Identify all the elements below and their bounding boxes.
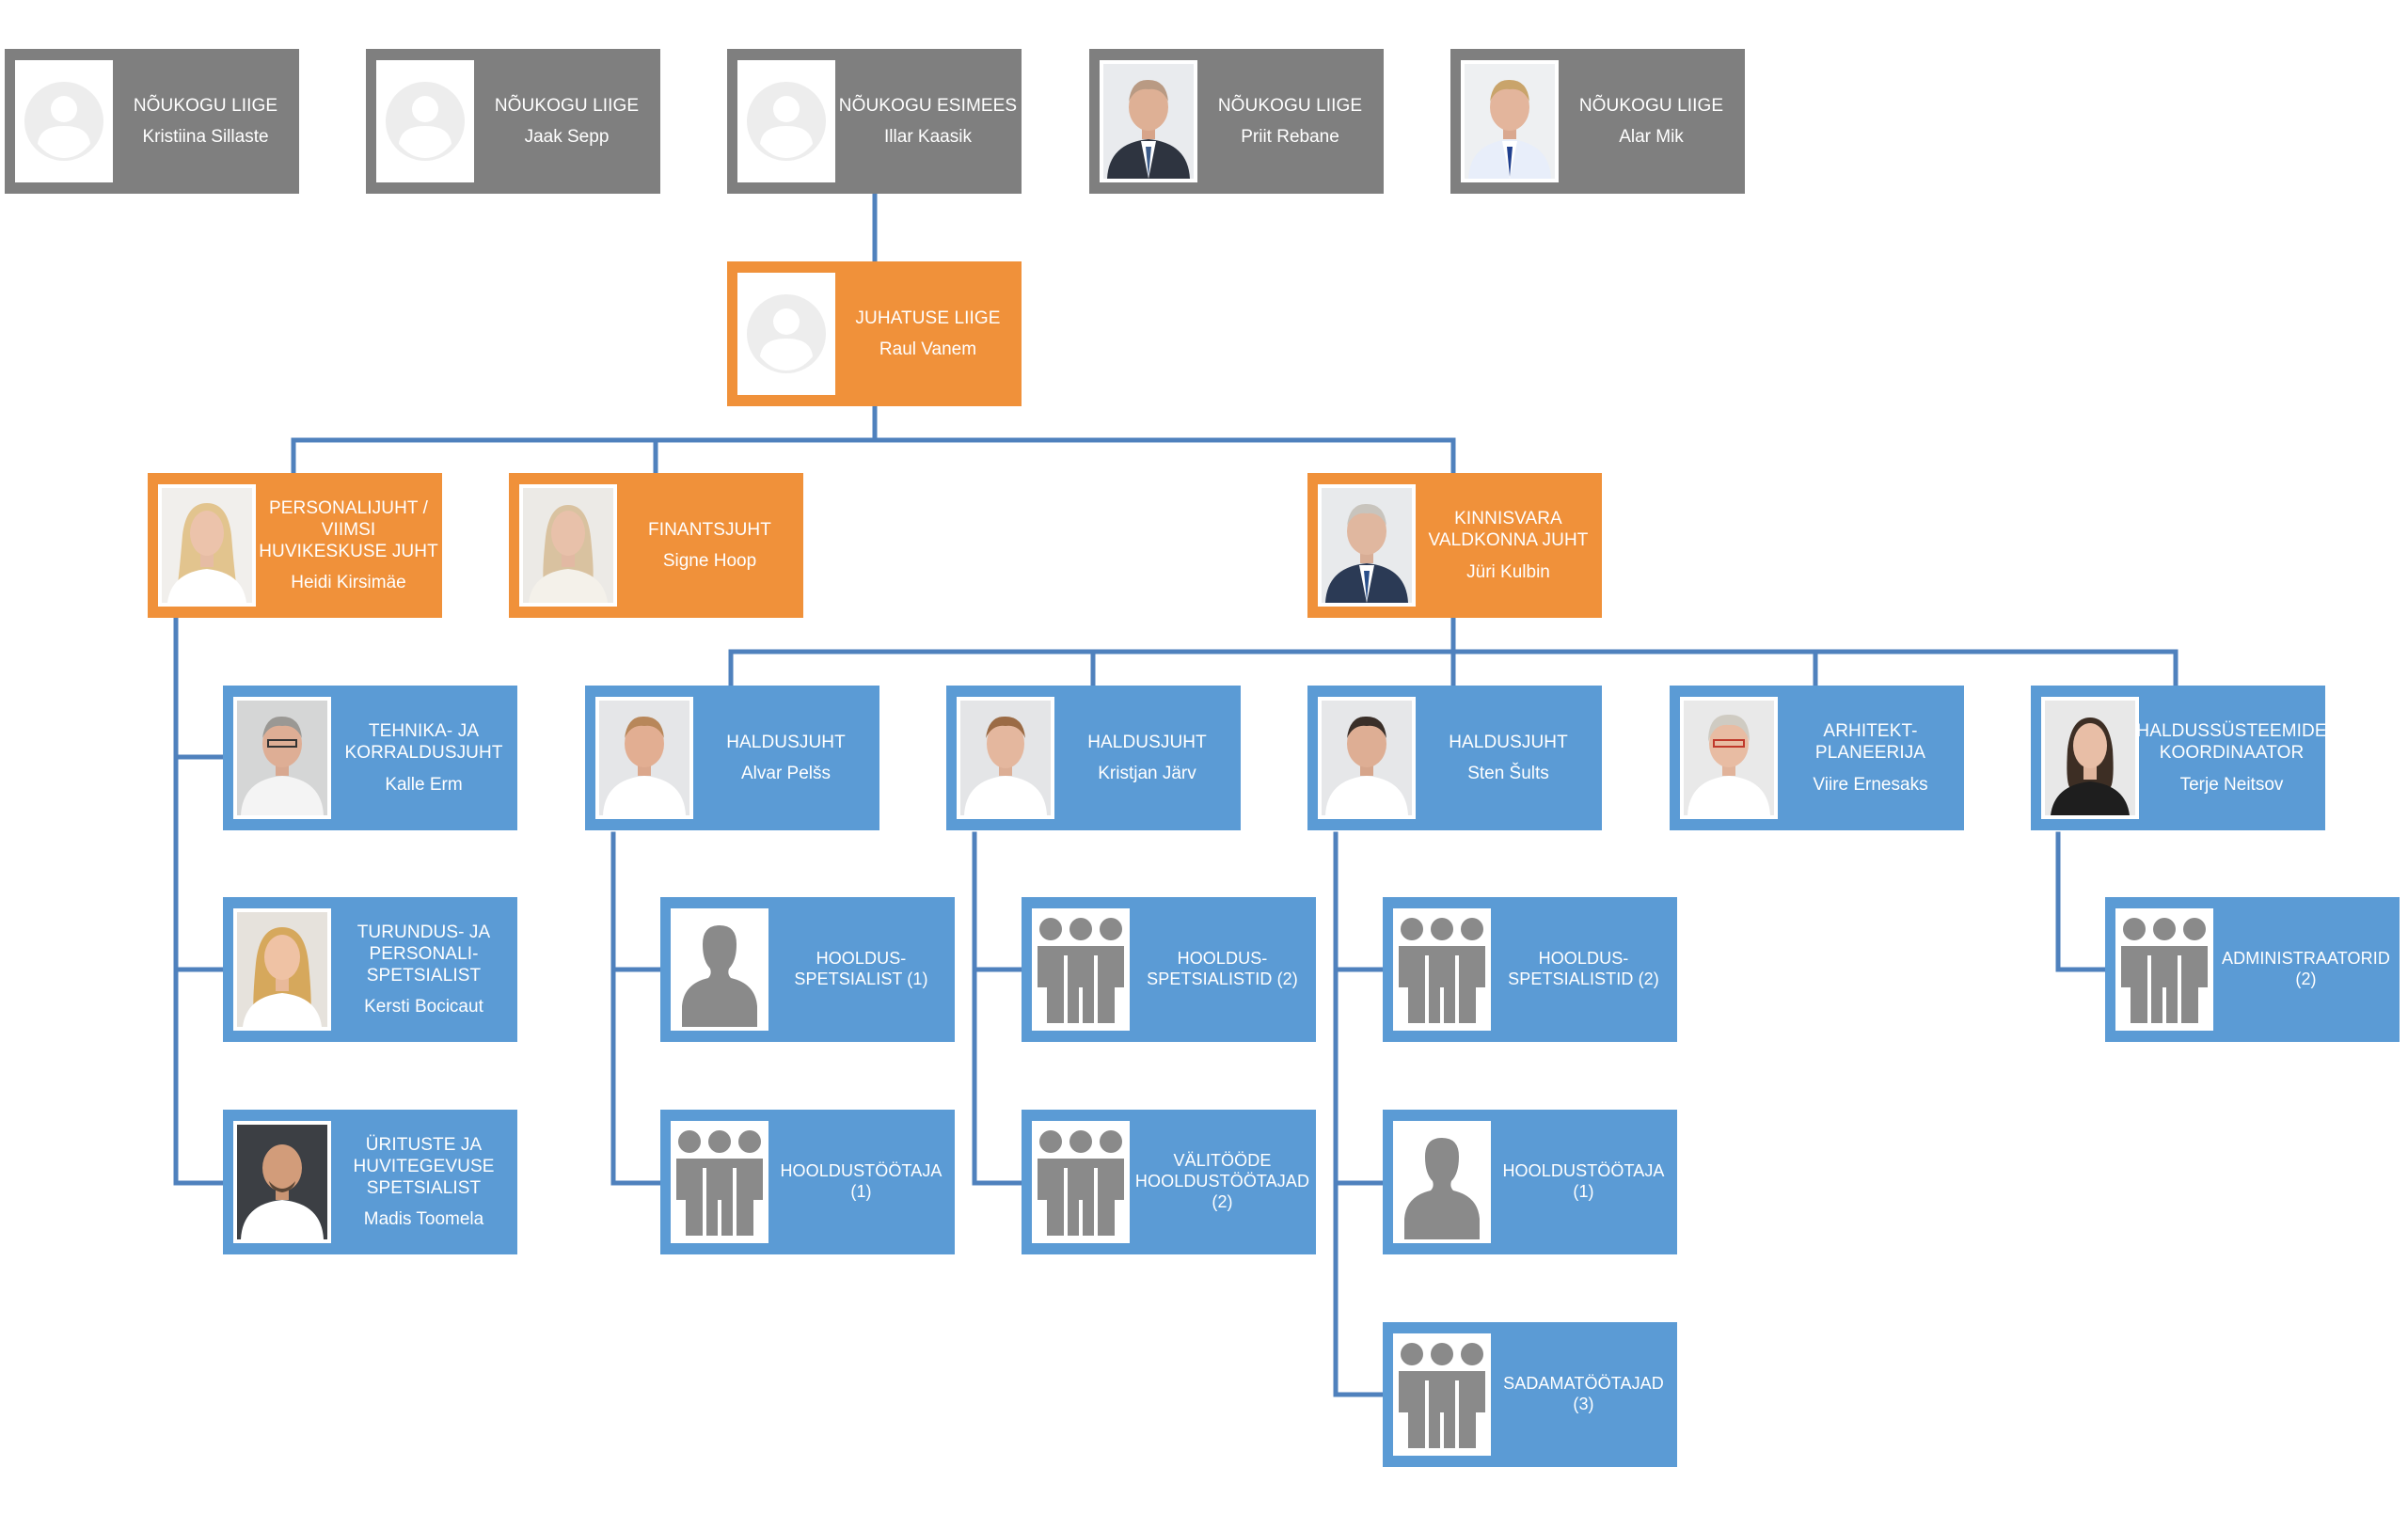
role-title: HALDUSJUHT — [1449, 732, 1568, 752]
group-icon — [1032, 908, 1130, 1031]
person-photo — [595, 697, 693, 819]
person-name: Heidi Kirsimäe — [291, 573, 406, 593]
person-name: Kristjan Järv — [1098, 764, 1196, 783]
person-name: Kalle Erm — [385, 774, 463, 795]
staff-card: TEHNIKA- JA KORRALDUSJUHT Kalle Erm — [223, 686, 517, 830]
role-title: JUHATUSE LIIGE — [855, 308, 1001, 328]
person-name: Jaak Sepp — [524, 127, 610, 147]
manager-card-hr: PERSONALIJUHT / VIIMSI HUVIKESKUSE JUHT H… — [148, 473, 442, 618]
manager-card-finance: FINANTSJUHT Signe Hoop — [509, 473, 803, 618]
staff-card: TURUNDUS- JA PERSONALI-SPETSIALIST Kersti… — [223, 897, 517, 1042]
group-icon — [2115, 908, 2213, 1031]
team-card: HOOLDUS-SPETSIALISTID (2) — [1383, 897, 1677, 1042]
role-title: HOOLDUS-SPETSIALIST (1) — [794, 949, 928, 988]
single-person-icon — [671, 908, 768, 1031]
placeholder-avatar-icon — [737, 60, 835, 182]
ceo-card: JUHATUSE LIIGE Raul Vanem — [727, 261, 1022, 406]
role-title: HALDUSSÜSTEEMIDE KOORDINAATOR — [2136, 721, 2327, 764]
person-photo — [519, 484, 617, 607]
person-photo — [233, 697, 331, 819]
person-photo — [1318, 484, 1416, 607]
board-member-card: NÕUKOGU LIIGE Priit Rebane — [1089, 49, 1384, 194]
role-title: VÄLITÖÖDE HOOLDUSTÖÖTAJAD (2) — [1134, 1151, 1310, 1211]
person-name: Madis Toomela — [363, 1209, 484, 1230]
person-photo — [233, 908, 331, 1031]
single-person-icon — [1393, 1121, 1491, 1243]
role-title: NÕUKOGU LIIGE — [494, 95, 640, 116]
board-member-card: NÕUKOGU LIIGE Jaak Sepp — [366, 49, 660, 194]
staff-card: HALDUSSÜSTEEMIDE KOORDINAATOR Terje Neits… — [2031, 686, 2327, 830]
person-photo — [158, 484, 256, 607]
person-name: Terje Neitsov — [2179, 774, 2284, 795]
person-name: Kersti Bocicaut — [364, 997, 483, 1017]
role-title: HOOLDUS-SPETSIALISTID (2) — [1508, 949, 1659, 988]
person-name: Kristiina Sillaste — [142, 127, 269, 147]
group-icon — [1393, 1333, 1491, 1456]
role-title: ÜRITUSTE JA HUVITEGEVUSE SPETSIALIST — [353, 1134, 495, 1198]
person-name: Jüri Kulbin — [1466, 561, 1550, 582]
staff-card: ÜRITUSTE JA HUVITEGEVUSE SPETSIALIST Madi… — [223, 1110, 517, 1254]
placeholder-avatar-icon — [376, 60, 474, 182]
role-title: NÕUKOGU LIIGE — [1578, 95, 1724, 116]
person-name: Priit Rebane — [1241, 127, 1339, 147]
group-icon — [1393, 908, 1491, 1031]
role-title: PERSONALIJUHT / VIIMSI HUVIKESKUSE JUHT — [259, 497, 438, 561]
staff-card: HALDUSJUHT Kristjan Järv — [946, 686, 1241, 830]
person-name: Signe Hoop — [662, 551, 757, 571]
person-photo — [1680, 697, 1778, 819]
group-icon — [671, 1121, 768, 1243]
person-photo — [233, 1121, 331, 1243]
team-card: HOOLDUS-SPETSIALISTID (2) — [1022, 897, 1316, 1042]
person-name: Alar Mik — [1619, 127, 1684, 147]
role-title: TURUNDUS- JA PERSONALI-SPETSIALIST — [356, 922, 491, 986]
team-card: HOOLDUSTÖÖTAJA (1) — [1383, 1110, 1677, 1254]
role-title: KINNISVARA VALDKONNA JUHT — [1428, 509, 1589, 551]
role-title: HOOLDUSTÖÖTAJA (1) — [780, 1161, 943, 1201]
role-title: NÕUKOGU LIIGE — [133, 95, 278, 116]
person-name: Viire Ernesaks — [1813, 774, 1928, 795]
person-photo — [1461, 60, 1559, 182]
person-photo — [1318, 697, 1416, 819]
role-title: NÕUKOGU LIIGE — [1217, 95, 1363, 116]
placeholder-avatar-icon — [15, 60, 113, 182]
role-title: HALDUSJUHT — [1087, 732, 1207, 752]
person-name: Illar Kaasik — [884, 127, 972, 147]
staff-card: ARHITEKT-PLANEERIJA Viire Ernesaks — [1670, 686, 1964, 830]
team-card: SADAMATÖÖTAJAD (3) — [1383, 1322, 1677, 1467]
person-name: Raul Vanem — [879, 339, 977, 359]
role-title: HOOLDUS-SPETSIALISTID (2) — [1147, 949, 1298, 988]
role-title: NÕUKOGU ESIMEES — [838, 95, 1018, 116]
role-title: ADMINISTRAATORID (2) — [2222, 949, 2390, 988]
person-name: Alvar Pelšs — [740, 764, 832, 783]
role-title: TEHNIKA- JA KORRALDUSJUHT — [344, 721, 503, 764]
group-icon — [1032, 1121, 1130, 1243]
role-title: FINANTSJUHT — [648, 519, 771, 540]
role-title: HOOLDUSTÖÖTAJA (1) — [1502, 1161, 1665, 1201]
team-card: ADMINISTRAATORID (2) — [2105, 897, 2400, 1042]
board-chair-card: NÕUKOGU ESIMEES Illar Kaasik — [727, 49, 1022, 194]
team-card: HOOLDUS-SPETSIALIST (1) — [660, 897, 955, 1042]
staff-card: HALDUSJUHT Alvar Pelšs — [585, 686, 879, 830]
team-card: HOOLDUSTÖÖTAJA (1) — [660, 1110, 955, 1254]
board-member-card: NÕUKOGU LIIGE Alar Mik — [1450, 49, 1745, 194]
person-photo — [2041, 697, 2139, 819]
person-photo — [957, 697, 1054, 819]
placeholder-avatar-icon — [737, 273, 835, 395]
role-title: HALDUSJUHT — [726, 732, 846, 752]
person-name: Sten Šults — [1467, 764, 1549, 783]
board-member-card: NÕUKOGU LIIGE Kristiina Sillaste — [5, 49, 299, 194]
person-photo — [1100, 60, 1197, 182]
staff-card: HALDUSJUHT Sten Šults — [1307, 686, 1602, 830]
manager-card-property: KINNISVARA VALDKONNA JUHT Jüri Kulbin — [1307, 473, 1602, 618]
role-title: SADAMATÖÖTAJAD (3) — [1503, 1374, 1664, 1413]
role-title: ARHITEKT-PLANEERIJA — [1814, 721, 1926, 764]
team-card: VÄLITÖÖDE HOOLDUSTÖÖTAJAD (2) — [1022, 1110, 1316, 1254]
